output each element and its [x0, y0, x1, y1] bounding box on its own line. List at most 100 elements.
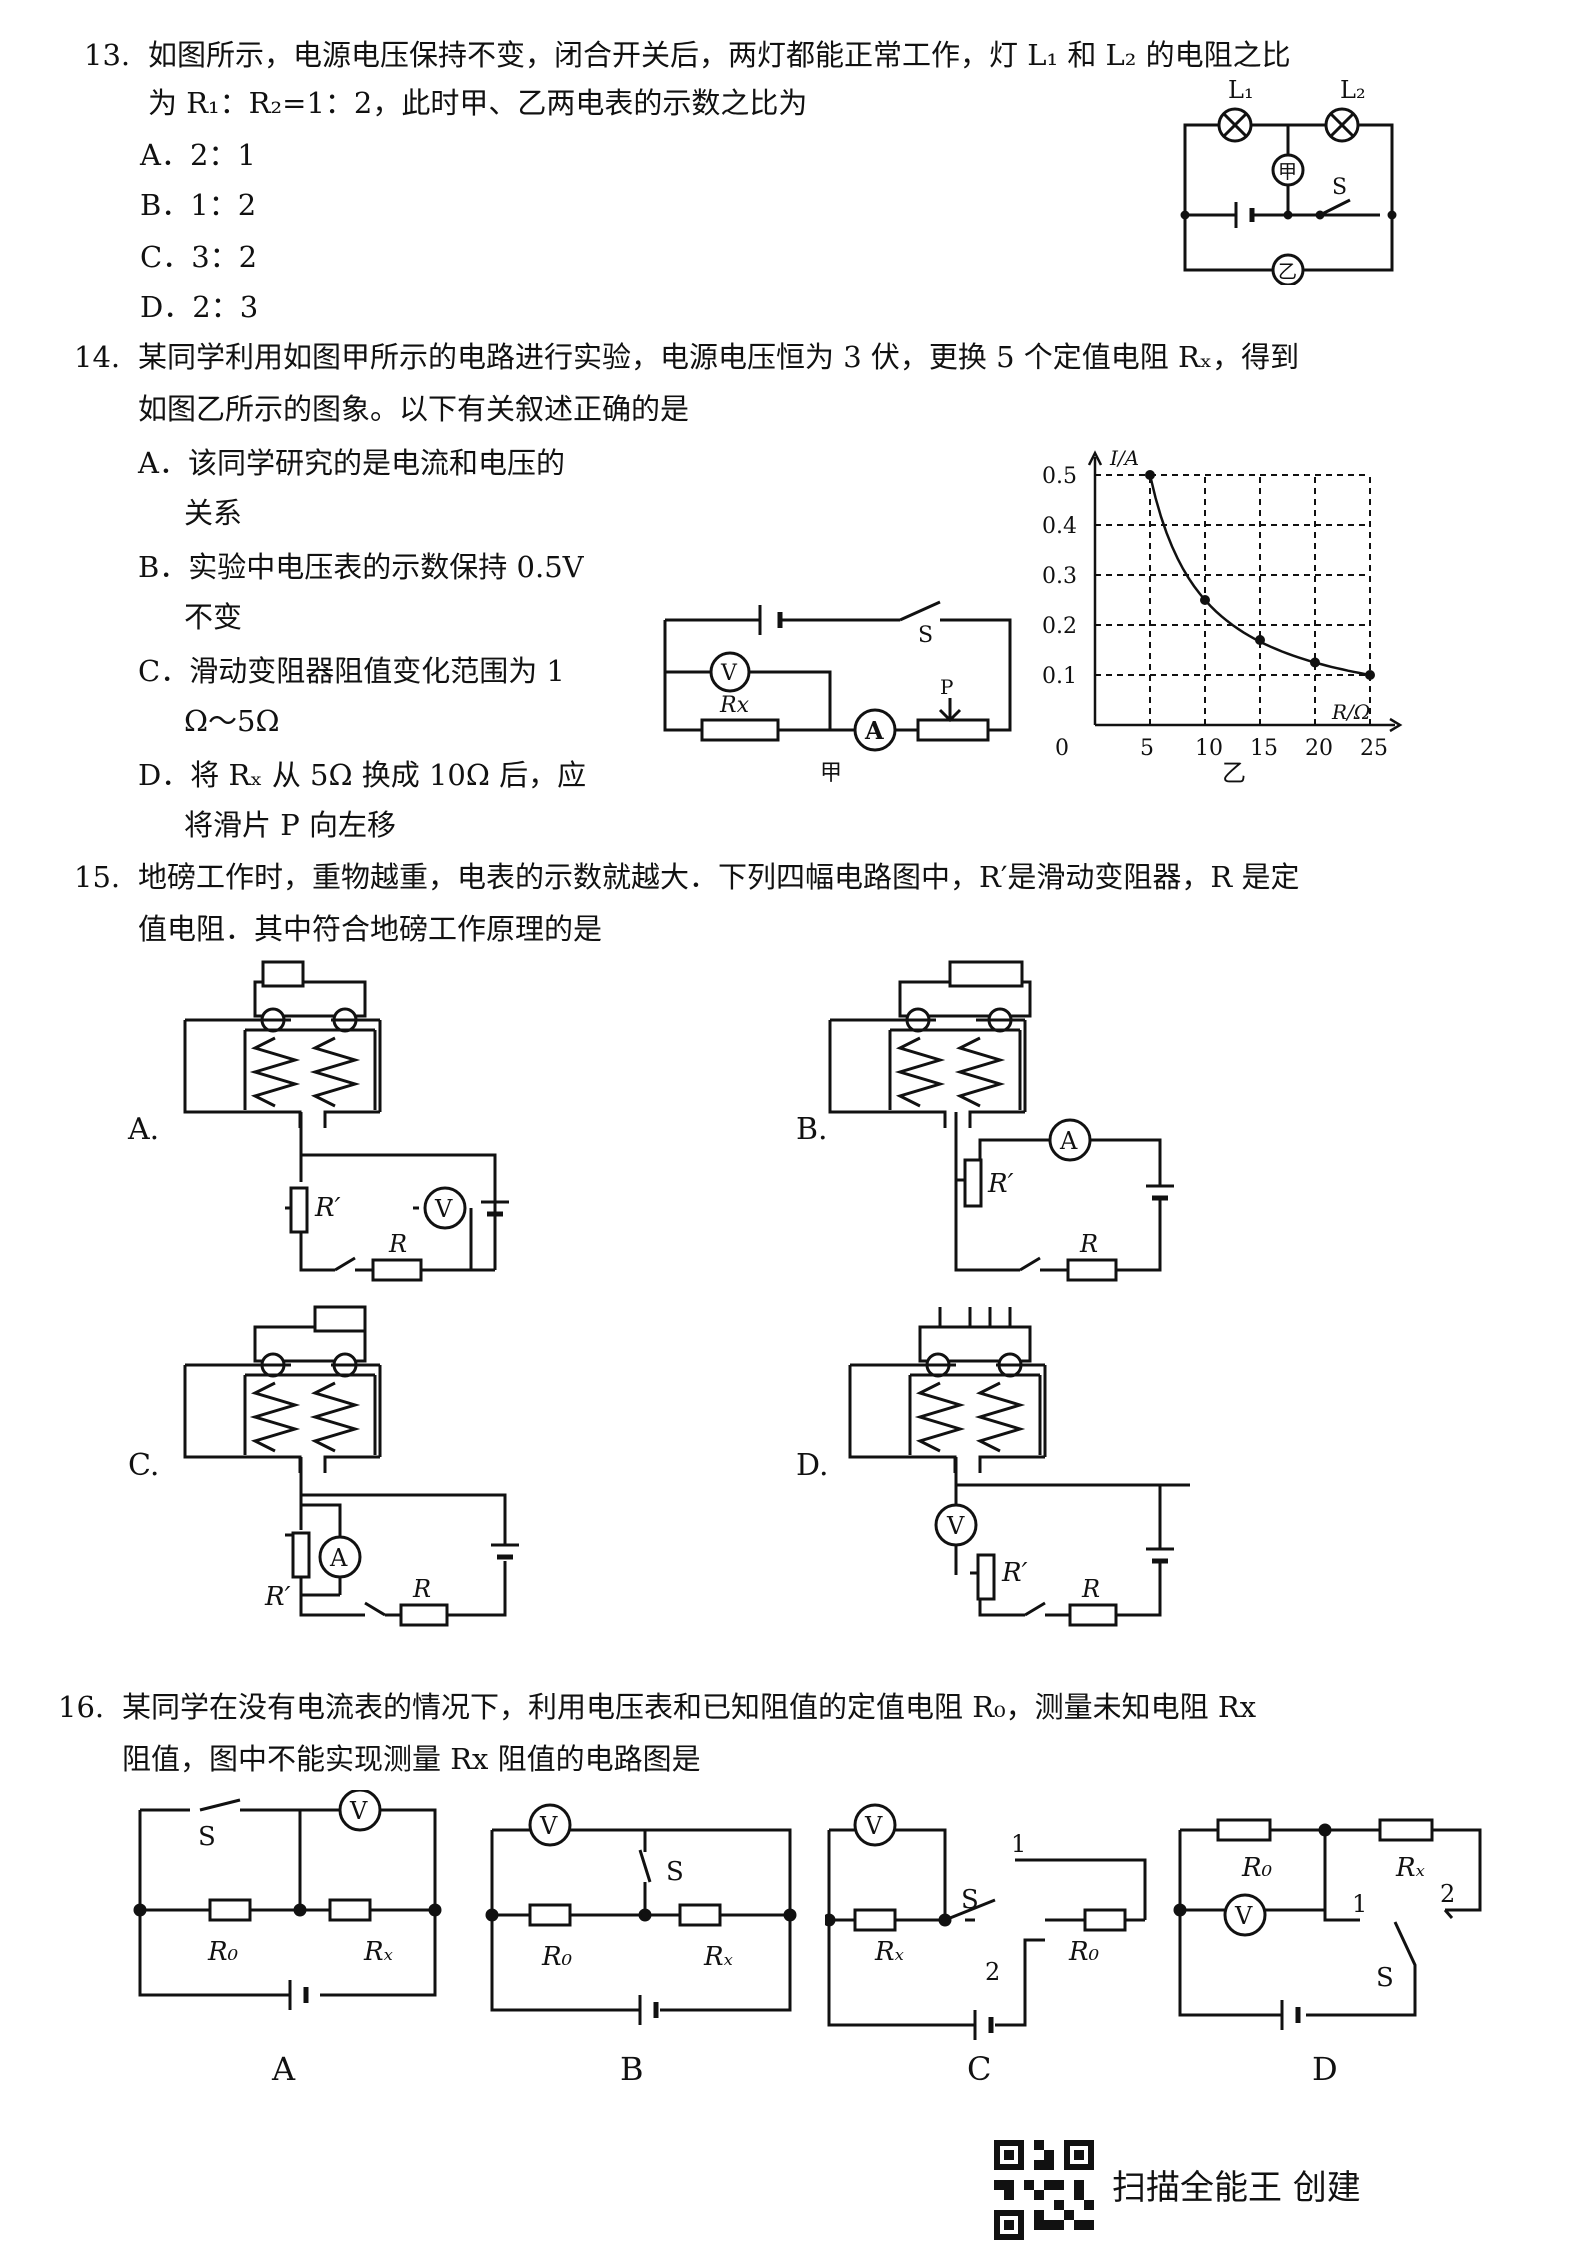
q16d-r0-label: R₀	[1241, 1853, 1273, 1883]
q13-text-line1: 如图所示，电源电压保持不变，闭合开关后，两灯都能正常工作，灯 L₁ 和 L₂ 的…	[148, 38, 1291, 72]
q16c-r0-label: R₀	[1068, 1937, 1100, 1967]
q15b-ammeter-label: A	[1059, 1127, 1078, 1155]
q13-l2-label: L₂	[1340, 76, 1366, 104]
graph-x-tick: 10	[1195, 736, 1223, 761]
q15-text-line1: 地磅工作时，重物越重，电表的示数就越大．下列四幅电路图中，R′是滑动变阻器，R …	[138, 860, 1300, 894]
q14-option-d-line1: D．将 Rₓ 从 5Ω 换成 10Ω 后，应	[138, 758, 587, 792]
q14-voltmeter-label: V	[720, 661, 738, 686]
q16b-rx-label: Rₓ	[703, 1942, 733, 1972]
q15c-rheostat-label: R′	[264, 1582, 291, 1612]
graph-data-point	[1365, 670, 1375, 680]
q15-option-a-label: A.	[128, 1112, 160, 1147]
q14-text-line1: 某同学利用如图甲所示的电路进行实验，电源电压恒为 3 伏，更换 5 个定值电阻 …	[138, 340, 1300, 374]
graph-y-tick: 0.1	[1042, 664, 1077, 689]
qr-code-icon	[994, 2140, 1094, 2240]
graph-x-tick: 5	[1140, 736, 1154, 761]
q15b-rheostat-label: R′	[987, 1169, 1014, 1199]
graph-x-label: R/Ω	[1331, 700, 1370, 724]
q13-number: 13.	[84, 38, 131, 72]
q13-switch-label: S	[1332, 175, 1347, 200]
q16c-caption: C	[967, 2050, 991, 2088]
q13-circuit-figure: L₁ L₂ 甲 乙 S	[1170, 70, 1430, 285]
graph-caption: 乙	[1222, 759, 1246, 787]
q15-text-line2: 值电阻．其中符合地磅工作原理的是	[138, 912, 603, 946]
q15-figure-d: V R′ R	[820, 1305, 1190, 1635]
q16c-rx-label: Rₓ	[874, 1937, 904, 1967]
q16c-pos1-label: 1	[1011, 1830, 1026, 1858]
q15-option-c-label: C.	[128, 1448, 160, 1483]
q14-switch-label: S	[918, 623, 933, 648]
q16-number: 16.	[58, 1690, 105, 1724]
q16c-switch-label: S	[961, 1885, 979, 1915]
q13-option-b: B．1：2	[140, 188, 257, 222]
graph-y-tick: 0.5	[1042, 464, 1077, 489]
q16d-pos1-label: 1	[1352, 1890, 1367, 1918]
q13-l1-label: L₁	[1228, 76, 1254, 104]
q14-option-b-line1: B．实验中电压表的示数保持 0.5V	[138, 550, 584, 584]
q14-rx-label: Rx	[719, 693, 750, 718]
q15c-ammeter-label: A	[329, 1544, 348, 1572]
q13-option-d: D．2：3	[140, 290, 259, 324]
q15-figure-b: R′ A R	[820, 960, 1190, 1290]
q16c-voltmeter-label: V	[864, 1812, 883, 1840]
graph-x-tick: 0	[1055, 736, 1069, 761]
q16d-caption: D	[1312, 2050, 1338, 2088]
q16a-switch-label: S	[198, 1822, 216, 1852]
graph-y-label: I/A	[1109, 446, 1139, 470]
q16d-switch-label: S	[1376, 1963, 1394, 1993]
q16d-voltmeter-label: V	[1234, 1902, 1253, 1930]
graph-x-tick: 25	[1360, 736, 1388, 761]
q15c-resistor-label: R	[412, 1575, 431, 1603]
q14-option-c-line1: C．滑动变阻器阻值变化范围为 1	[138, 654, 565, 688]
q13-option-a: A．2：1	[140, 138, 256, 172]
q13-meter-jia: 甲	[1278, 161, 1297, 183]
graph-data-point	[1255, 635, 1265, 645]
q15-figure-c: R′ A R	[175, 1305, 545, 1635]
q16-text-line2: 阻值，图中不能实现测量 Rx 阻值的电路图是	[122, 1742, 701, 1776]
q16-figure-c: V S 1 2 Rₓ R₀ C	[825, 1790, 1155, 2090]
q15d-resistor-label: R	[1081, 1575, 1100, 1603]
q15d-rheostat-label: R′	[1001, 1558, 1028, 1588]
q14-text-line2: 如图乙所示的图象。以下有关叙述正确的是	[138, 392, 690, 426]
q14-ammeter-label: A	[864, 716, 884, 745]
graph-grid	[1095, 474, 1371, 725]
graph-data-point	[1310, 657, 1320, 668]
q14-option-d-line2: 将滑片 P 向左移	[184, 808, 396, 842]
q16a-rx-label: Rₓ	[363, 1937, 393, 1967]
q14-number: 14.	[74, 340, 121, 374]
q16-figure-d: R₀ Rₓ V 1 2 S D	[1170, 1790, 1500, 2090]
watermark-text: 扫描全能王 创建	[1112, 2168, 1361, 2208]
q16b-r0-label: R₀	[541, 1942, 573, 1972]
q16b-voltmeter-label: V	[539, 1812, 558, 1840]
q16-text-line1: 某同学在没有电流表的情况下，利用电压表和已知阻值的定值电阻 R₀，测量未知电阻 …	[122, 1690, 1257, 1724]
q14-option-c-line2: Ω～5Ω	[184, 704, 280, 738]
q15a-resistor-label: R	[388, 1230, 407, 1258]
graph-data-point	[1200, 595, 1210, 605]
q16-figure-a: S V R₀ Rₓ A	[130, 1790, 460, 2090]
q15-option-d-label: D.	[796, 1448, 829, 1483]
q15a-rheostat-label: R′	[314, 1193, 341, 1223]
q14-circuit-figure: S V Rx A P 甲	[650, 590, 1020, 790]
q14-circuit-caption: 甲	[820, 761, 842, 786]
q15a-voltmeter-label: V	[434, 1195, 453, 1223]
q16d-pos2-label: 2	[1440, 1880, 1455, 1908]
q16c-pos2-label: 2	[985, 1958, 1000, 1986]
q15d-voltmeter-label: V	[946, 1512, 965, 1540]
q16b-switch-label: S	[666, 1857, 684, 1887]
q16d-rx-label: Rₓ	[1395, 1853, 1425, 1883]
q13-option-c: C．3：2	[140, 240, 258, 274]
q13-meter-yi: 乙	[1278, 261, 1297, 283]
graph-x-tick: 20	[1305, 736, 1333, 761]
graph-y-tick: 0.4	[1042, 514, 1077, 539]
q15-number: 15.	[74, 860, 121, 894]
graph-y-tick: 0.2	[1042, 614, 1077, 639]
q14-slider-label: P	[940, 675, 953, 699]
q16b-caption: B	[620, 2050, 644, 2088]
q15b-resistor-label: R	[1079, 1230, 1098, 1258]
q15-option-b-label: B.	[796, 1112, 828, 1147]
graph-x-tick: 15	[1250, 736, 1278, 761]
q13-text-line2: 为 R₁：R₂=1：2，此时甲、乙两电表的示数之比为	[148, 86, 808, 120]
q14-option-b-line2: 不变	[184, 600, 243, 634]
